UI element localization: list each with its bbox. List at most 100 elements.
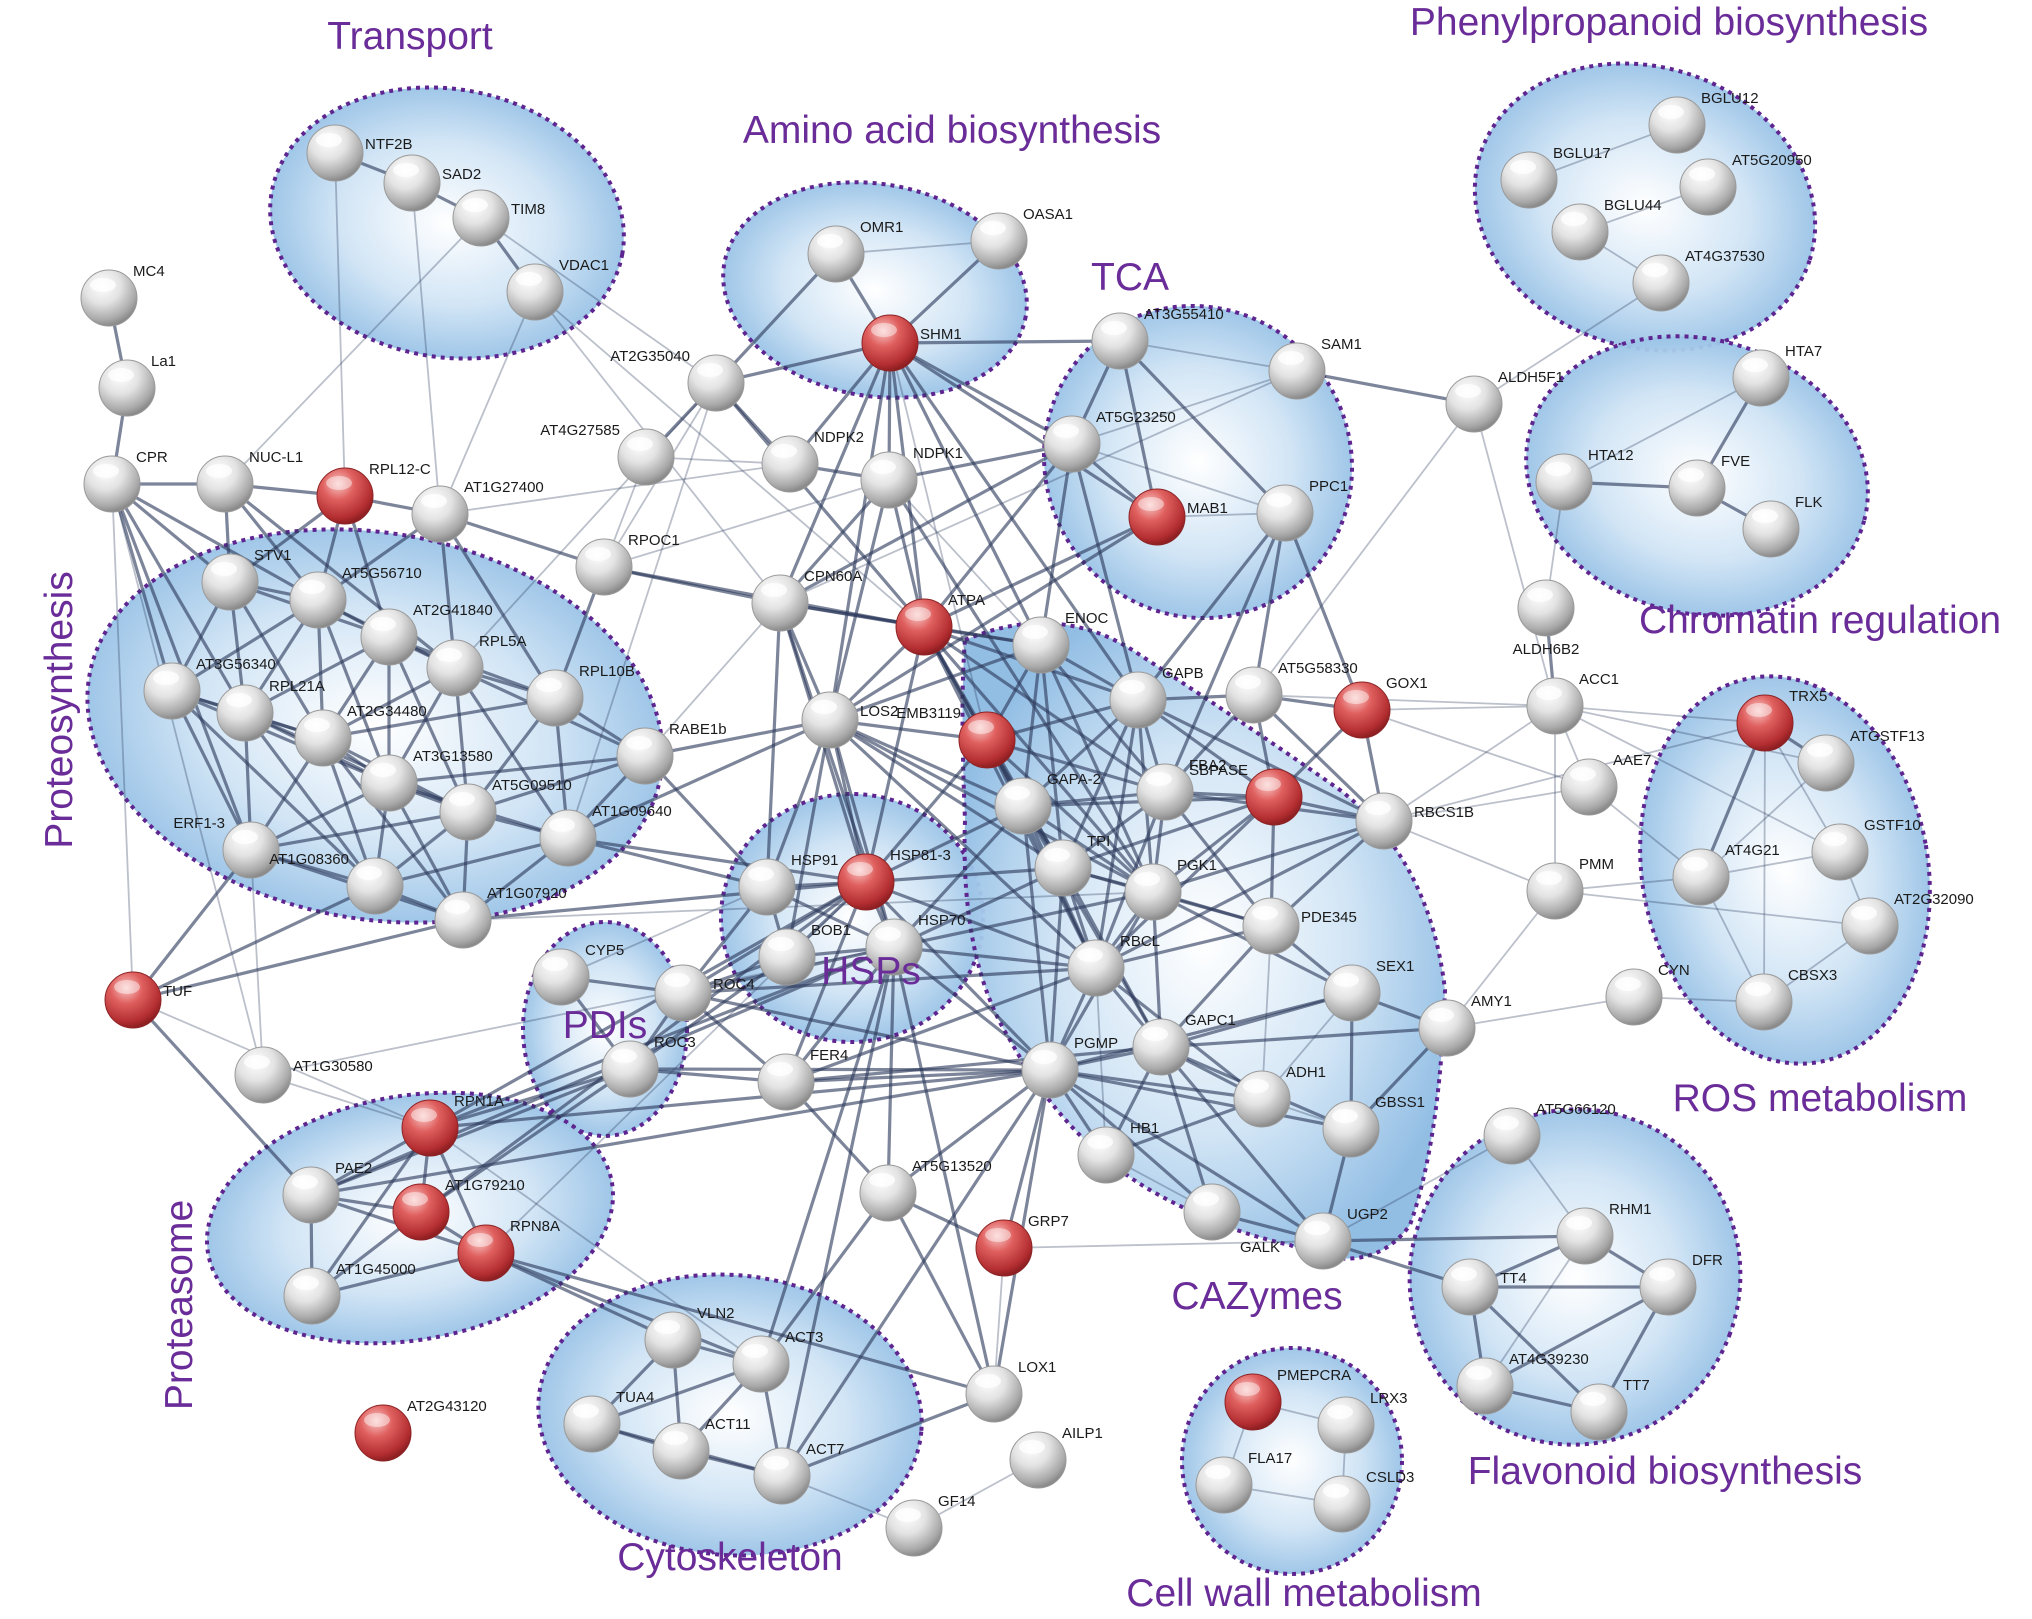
node-sphere[interactable]	[801, 691, 859, 749]
node-AT4G21[interactable]: AT4G21	[1672, 842, 1780, 906]
node-NTF2B[interactable]: NTF2B	[306, 124, 413, 182]
node-sphere[interactable]	[1333, 681, 1391, 739]
node-sphere[interactable]	[143, 662, 201, 720]
node-sphere[interactable]	[1195, 1456, 1253, 1514]
node-sphere[interactable]	[895, 598, 953, 656]
node-sphere[interactable]	[1672, 848, 1730, 906]
node-sphere[interactable]	[1245, 768, 1303, 826]
node-DFR[interactable]: DFR	[1639, 1252, 1723, 1316]
node-ACC1[interactable]: ACC1	[1526, 671, 1619, 735]
node-sphere[interactable]	[1009, 1431, 1067, 1489]
node-sphere[interactable]	[1128, 488, 1186, 546]
node-sphere[interactable]	[644, 1311, 702, 1369]
node-sphere[interactable]	[1639, 1258, 1697, 1316]
node-sphere[interactable]	[1535, 453, 1593, 511]
node-sphere[interactable]	[1109, 671, 1167, 729]
node-sphere[interactable]	[1323, 964, 1381, 1022]
node-AT3G13580[interactable]: AT3G13580	[360, 748, 493, 812]
node-PPC1[interactable]: PPC1	[1256, 478, 1348, 542]
node-sphere[interactable]	[1418, 999, 1476, 1057]
node-sphere[interactable]	[283, 1267, 341, 1325]
node-GRP7[interactable]: GRP7	[975, 1213, 1069, 1277]
node-sphere[interactable]	[439, 783, 497, 841]
node-sphere[interactable]	[1268, 342, 1326, 400]
node-sphere[interactable]	[539, 809, 597, 867]
node-sphere[interactable]	[761, 435, 819, 493]
node-sphere[interactable]	[1560, 758, 1618, 816]
node-CYN[interactable]: CYN	[1605, 962, 1690, 1026]
node-AT5G66120[interactable]: AT5G66120	[1483, 1101, 1616, 1165]
node-AT3G55410[interactable]: AT3G55410	[1091, 306, 1224, 370]
node-AT1G27400[interactable]: AT1G27400	[411, 479, 544, 543]
node-GBSS1[interactable]: GBSS1	[1322, 1094, 1425, 1158]
node-sphere[interactable]	[1648, 96, 1706, 154]
node-ALDH6B2[interactable]: ALDH6B2	[1513, 579, 1580, 658]
node-AT2G41840[interactable]: AT2G41840	[360, 602, 493, 666]
node-TT7[interactable]: TT7	[1570, 1377, 1650, 1441]
node-sphere[interactable]	[1811, 823, 1869, 881]
node-OASA1[interactable]: OASA1	[970, 206, 1073, 270]
node-sphere[interactable]	[426, 639, 484, 697]
node-FLA17[interactable]: FLA17	[1195, 1450, 1292, 1514]
node-sphere[interactable]	[652, 1422, 710, 1480]
node-sphere[interactable]	[1668, 459, 1726, 517]
node-sphere[interactable]	[1526, 677, 1584, 735]
node-sphere[interactable]	[1605, 968, 1663, 1026]
node-TRX5[interactable]: TRX5	[1736, 688, 1827, 752]
node-AT5G58330[interactable]: AT5G58330	[1225, 660, 1358, 724]
node-VDAC1[interactable]: VDAC1	[506, 257, 609, 321]
node-LOS2[interactable]: LOS2	[801, 691, 898, 749]
node-ACT7[interactable]: ACT7	[753, 1441, 844, 1505]
node-sphere[interactable]	[1355, 792, 1413, 850]
node-AT1G09640[interactable]: AT1G09640	[539, 803, 672, 867]
node-sphere[interactable]	[1797, 734, 1855, 792]
node-BGLU17[interactable]: BGLU17	[1500, 145, 1611, 209]
node-sphere[interactable]	[234, 1046, 292, 1104]
node-STV1[interactable]: STV1	[201, 547, 292, 611]
node-sphere[interactable]	[732, 1335, 790, 1393]
node-sphere[interactable]	[807, 225, 865, 283]
node-GOX1[interactable]: GOX1	[1333, 675, 1428, 739]
node-sphere[interactable]	[80, 269, 138, 327]
node-GAPC1[interactable]: GAPC1	[1132, 1012, 1236, 1076]
node-sphere[interactable]	[222, 821, 280, 879]
node-sphere[interactable]	[1841, 897, 1899, 955]
node-LRX3[interactable]: LRX3	[1317, 1390, 1408, 1454]
node-sphere[interactable]	[654, 964, 712, 1022]
node-sphere[interactable]	[98, 359, 156, 417]
node-ATPA[interactable]: ATPA	[895, 592, 985, 656]
node-sphere[interactable]	[859, 1164, 917, 1222]
node-HTA7[interactable]: HTA7	[1732, 343, 1822, 407]
node-ADH1[interactable]: ADH1	[1233, 1064, 1326, 1128]
node-RPL5A[interactable]: RPL5A	[426, 633, 527, 697]
node-sphere[interactable]	[1034, 839, 1092, 897]
node-AT5G13520[interactable]: AT5G13520	[859, 1158, 992, 1222]
node-AT1G30580[interactable]: AT1G30580	[234, 1046, 373, 1104]
node-sphere[interactable]	[1183, 1183, 1241, 1241]
node-sphere[interactable]	[392, 1183, 450, 1241]
node-sphere[interactable]	[306, 124, 364, 182]
node-HTA12[interactable]: HTA12	[1535, 447, 1634, 511]
node-sphere[interactable]	[1124, 863, 1182, 921]
node-HSP81-3[interactable]: HSP81-3	[837, 847, 951, 911]
node-PMM[interactable]: PMM	[1526, 856, 1614, 920]
node-AT4G27585[interactable]: AT4G27585	[540, 422, 675, 486]
node-sphere[interactable]	[1012, 616, 1070, 674]
node-sphere[interactable]	[1632, 254, 1690, 312]
node-ACT11[interactable]: ACT11	[652, 1416, 751, 1480]
node-sphere[interactable]	[1233, 1070, 1291, 1128]
node-sphere[interactable]	[860, 451, 918, 509]
node-sphere[interactable]	[1077, 1126, 1135, 1184]
node-sphere[interactable]	[970, 212, 1028, 270]
node-sphere[interactable]	[1322, 1100, 1380, 1158]
node-AT4G37530[interactable]: AT4G37530	[1632, 248, 1765, 312]
node-GAPB[interactable]: GAPB	[1109, 665, 1204, 729]
node-HB1[interactable]: HB1	[1077, 1120, 1159, 1184]
node-ROC4[interactable]: ROC4	[654, 964, 755, 1022]
node-PGK1[interactable]: PGK1	[1124, 857, 1217, 921]
node-SHM1[interactable]: SHM1	[861, 314, 962, 372]
node-SAM1[interactable]: SAM1	[1268, 336, 1362, 400]
node-sphere[interactable]	[1556, 1207, 1614, 1265]
node-PMEPCRA[interactable]: PMEPCRA	[1224, 1367, 1351, 1431]
node-sphere[interactable]	[885, 1499, 943, 1557]
